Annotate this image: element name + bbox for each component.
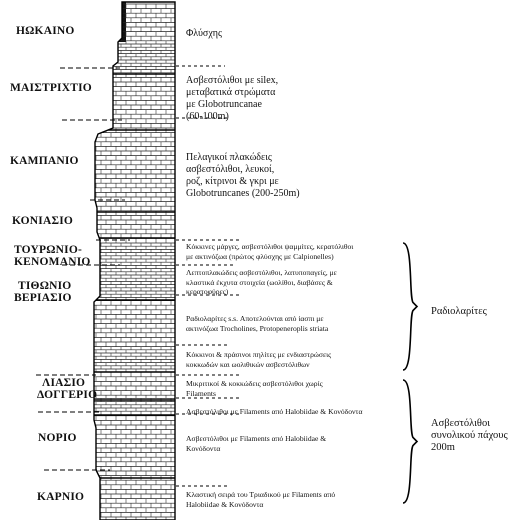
desc-line: με Globotruncanae xyxy=(186,99,262,110)
stage-touronio: ΤΟΥΡΩΝΙΟ- xyxy=(14,244,83,256)
desc-line: μεταβατικά στρώματα xyxy=(186,87,276,98)
stage-doggerio: ΔΟΓΓΕΡΙΟ xyxy=(37,389,98,401)
desc-flysch: Φλύσχης xyxy=(186,28,222,39)
stage-tithonio: ΤΙΘΩΝΙΟ xyxy=(18,280,72,292)
group-radiolarites: Ραδιολαρίτες xyxy=(431,306,487,317)
desc-line: με ακτινόζωα (πρώτος φλύσχης με Calpione… xyxy=(186,251,334,261)
desc-radiolarites-ss: Ραδιολαρίτες s.s. Αποτελούνται από ίασπι… xyxy=(186,314,328,333)
stage-maistrichtio: ΜΑΙΣΤΡΙΧΤΙΟ xyxy=(10,82,92,94)
stage-veriasio: ΒΕΡΙΑΣΙΟ xyxy=(14,292,72,304)
limestones-brace xyxy=(402,379,419,504)
desc-line: Ασβεστόλιθοι με silex, xyxy=(186,75,279,86)
desc-red-green-clays: Κόκκινοι & πράσινοι πηλίτες με ενδιαστρώ… xyxy=(186,350,331,369)
desc-thin-limestones: Λεπτοπλακώδεις ασβεστόλιθοι, λατυποπαγεί… xyxy=(186,268,337,297)
desc-line: Globotruncanes (200-250m) xyxy=(186,188,300,199)
desc-line: Ασβεστόλιθοι με Filaments από Halobiidae… xyxy=(186,434,327,443)
desc-line: Filaments xyxy=(186,388,216,398)
group-line: Ασβεστόλιθοι xyxy=(431,418,491,429)
group-line: συνολικού πάχους 200m xyxy=(431,430,508,453)
desc-line: Κλαστική σειρά του Τριαδικού με Filament… xyxy=(186,490,336,499)
stage-norio: ΝΟΡΙΟ xyxy=(38,432,77,444)
desc-filaments-limestones-1: Ασβεστόλιθοι με Filaments από Halobiidae… xyxy=(186,407,363,416)
stage-koniasio: ΚΟΝΙΑΣΙΟ xyxy=(12,215,74,227)
desc-line: Πελαγικοί πλακώδεις xyxy=(186,152,272,163)
group-limestones: Ασβεστόλιθοι συνολικού πάχους 200m xyxy=(431,418,521,454)
desc-line: Κόκκινοι & πράσινοι πηλίτες με ενδιαστρώ… xyxy=(186,350,332,359)
stage-hokaino: ΗΩΚΑΙΝΟ xyxy=(16,25,75,37)
desc-line: κλαστικά έκχυτα στοιχεία (ωολίθοι, διαβά… xyxy=(186,277,333,287)
desc-line: (60-100m) xyxy=(186,111,229,122)
desc-micritic-limestones: Μικριτικοί & κοκκώδεις ασβεστόλιθοι χωρί… xyxy=(186,379,323,398)
desc-filaments-limestones-2: Ασβεστόλιθοι με Filaments από Halobiidae… xyxy=(186,434,326,453)
stage-karnio: ΚΑΡΝΙΟ xyxy=(37,491,85,503)
desc-line: Ραδιολαρίτες s.s. Αποτελούνται από ίασπι… xyxy=(186,314,324,323)
desc-line: ροζ, κίτρινοι & γκρι με xyxy=(186,176,279,187)
stage-kampanio: ΚΑΜΠΑΝΙΟ xyxy=(10,155,79,167)
stage-liasio: ΛΙΑΣΙΟ xyxy=(42,377,86,389)
desc-line: κερατοφύρες) xyxy=(186,287,229,296)
desc-maastrichtian-limestones: Ασβεστόλιθοι με silex, μεταβατικά στρώμα… xyxy=(186,75,278,123)
desc-line: ασβεστόλιθοι, λευκοί, xyxy=(186,164,275,175)
desc-red-marls: Κόκκινες μάργες, ασβεστόλιθοι ψαμμίτες, … xyxy=(186,242,353,261)
desc-clastic-triassic: Κλαστική σειρά του Τριαδικού με Filament… xyxy=(186,490,335,509)
desc-line: ακτινόζωα Trocholines, Protopeneroplis s… xyxy=(186,323,329,333)
radiolarites-brace xyxy=(402,242,419,371)
desc-line: Κόκκινες μάργες, ασβεστόλιθοι ψαμμίτες, … xyxy=(186,242,354,251)
desc-campanian-limestones: Πελαγικοί πλακώδεις ασβεστόλιθοι, λευκοί… xyxy=(186,152,300,200)
column-outline xyxy=(93,1,176,520)
desc-line: Κονόδοντα xyxy=(186,443,221,453)
desc-line: Μικριτικοί & κοκκώδεις ασβεστόλιθοι χωρί… xyxy=(186,379,323,388)
stage-kenomanio: ΚΕΝΟΜΑΝΙΟ xyxy=(14,256,91,268)
desc-line: κοκκωδών και ωολιθικών ασβεστόλιθων xyxy=(186,359,310,369)
column-bedding xyxy=(94,2,175,520)
desc-line: Λεπτοπλακώδεις ασβεστόλιθοι, λατυποπαγεί… xyxy=(186,268,337,277)
desc-line: Halobiidae & Κονόδοντα xyxy=(186,499,264,509)
